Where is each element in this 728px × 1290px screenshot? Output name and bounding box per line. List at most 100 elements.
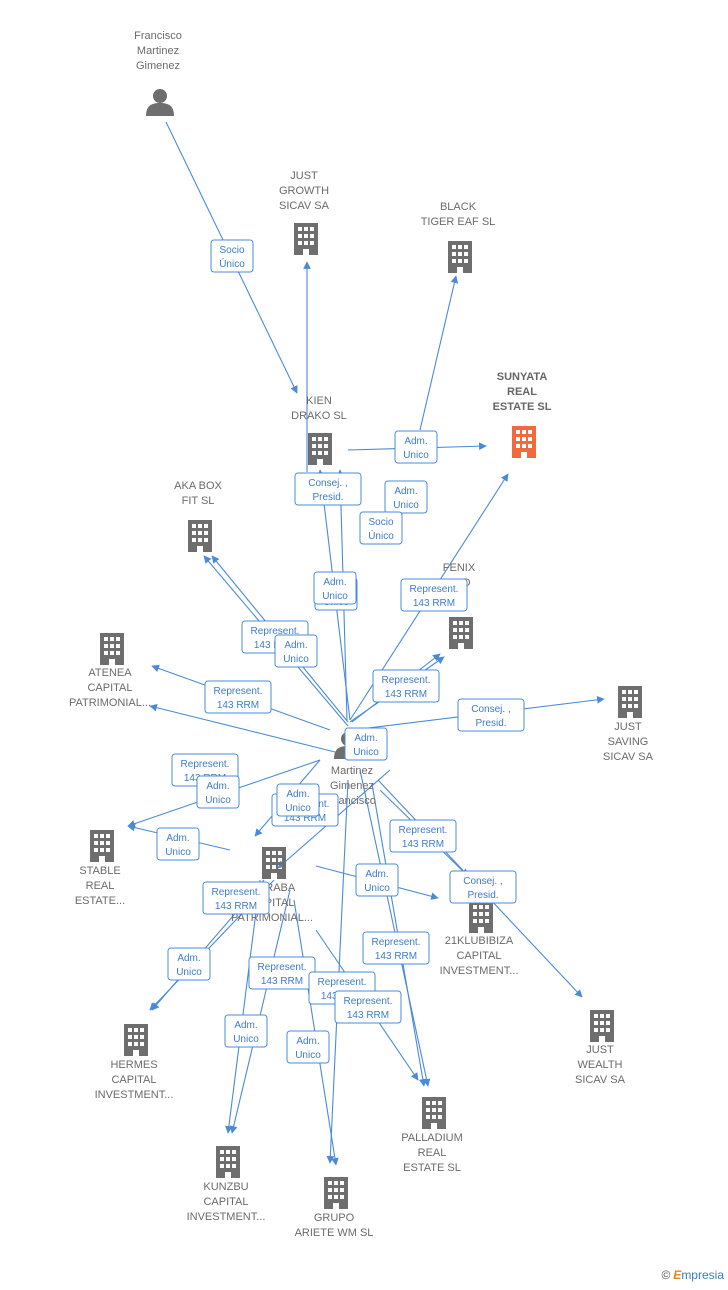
building-icon	[422, 1097, 446, 1129]
edge-label-frame	[167, 947, 211, 981]
edge-label-box[interactable]: Represent.143 RRM	[389, 819, 457, 853]
edge-label-text: Adm.	[365, 869, 388, 880]
edge-label-box[interactable]: Adm.Unico	[286, 1030, 330, 1064]
edge-label-box[interactable]: Adm.Unico	[196, 775, 240, 809]
edge-label-frame	[156, 827, 200, 861]
edge-label-text: Adm.	[284, 640, 307, 651]
node-label-line: 21KLUBIBIZA	[445, 935, 514, 947]
node-label-line: WEALTH	[577, 1059, 622, 1071]
node-label: GRUPO ARIETE WM SL	[295, 1212, 374, 1239]
edge-label-frame	[334, 990, 402, 1024]
edge-label-text: 143 RRM	[215, 901, 257, 912]
edge-label-frame	[274, 634, 318, 668]
edge-label-text: Presid.	[475, 718, 506, 729]
empresia-watermark[interactable]: ©Empresia	[661, 1268, 724, 1282]
node-label-line: ESTATE SL	[493, 401, 552, 413]
edge-label-text: Represent.	[372, 937, 421, 948]
node-label-line: Francisco	[134, 30, 182, 42]
building-icon	[90, 830, 114, 862]
edge-label-text: 143 RRM	[375, 951, 417, 962]
edge-label-box[interactable]: Represent.143 RRM	[334, 990, 402, 1024]
edge-label-text: Unico	[364, 883, 390, 894]
edge-label-text: Unico	[165, 847, 191, 858]
building-icon	[590, 1010, 614, 1042]
edge-label-box[interactable]: Represent.143 RRM	[372, 669, 440, 703]
edge-label-text: Adm.	[286, 789, 309, 800]
building-icon	[124, 1024, 148, 1056]
node-label-line: INVESTMENT...	[440, 965, 519, 977]
edge-label-box[interactable]: Consej. ,Presid.	[449, 870, 517, 904]
edge-label-text: 143 RRM	[347, 1010, 389, 1021]
edge-label-text: Represent.	[181, 759, 230, 770]
node-label-line: STABLE	[79, 865, 120, 877]
node-grupo-ariete[interactable]: GRUPO ARIETE WM SL	[295, 1177, 374, 1239]
edge-label-box[interactable]: Represent.143 RRM	[202, 881, 270, 915]
edge-label-box[interactable]: Adm. Unico	[355, 863, 399, 897]
edge-label-box[interactable]: Adm.Unico	[156, 827, 200, 861]
edge-label-frame	[400, 578, 468, 612]
edge-label-box[interactable]: Represent.143 RRM	[248, 956, 316, 990]
edge-label-text: Unico	[285, 803, 311, 814]
edge-label-text: Unico	[233, 1034, 259, 1045]
building-icon	[469, 901, 493, 933]
edge-label-box[interactable]: Consej. ,Presid.	[294, 472, 362, 506]
edge-label-box[interactable]: Adm.Unico	[394, 430, 438, 464]
edge-label-box[interactable]: Adm. Unico	[276, 783, 320, 817]
edge-label-text: Socio	[368, 517, 393, 528]
relation-edge	[359, 769, 431, 1087]
edge-label-frame	[372, 669, 440, 703]
edge-label-frame	[196, 775, 240, 809]
edge-label-text: Único	[219, 257, 245, 270]
edge-label-box[interactable]: Represent. 143 RRM	[362, 931, 430, 965]
edge-label-box[interactable]: Adm.Unico	[224, 1014, 268, 1048]
node-label-line: KIEN	[306, 395, 332, 407]
edge-label-box[interactable]: Adm.Unico	[384, 480, 428, 514]
node-label-line: SICAV SA	[279, 200, 330, 212]
node-label-line: SUNYATA	[497, 371, 548, 383]
node-label-line: ARIETE WM SL	[295, 1227, 374, 1239]
node-label-line: FENIX	[443, 562, 476, 574]
building-icon	[512, 426, 536, 458]
edge-label-text: Represent.	[251, 626, 300, 637]
node-label-line: GRUPO	[314, 1212, 355, 1224]
edge-label-box[interactable]: Represent.143 RRM	[204, 680, 272, 714]
node-label-line: REAL	[86, 880, 115, 892]
edge-label-box[interactable]: Consej. ,Presid.	[457, 698, 525, 732]
node-label-line: JUST	[614, 721, 642, 733]
edge-label-text: Presid.	[312, 492, 343, 503]
edge-label-box[interactable]: Adm.Unico	[167, 947, 211, 981]
edge-label-text: Adm.	[354, 733, 377, 744]
edge-label-box[interactable]: Represent.143 RRM	[400, 578, 468, 612]
edge-label-text: Represent.	[399, 825, 448, 836]
edge-label-box[interactable]: Adm.Unico	[344, 727, 388, 761]
relation-edge	[419, 275, 459, 431]
building-icon	[448, 241, 472, 273]
edge-label-frame	[384, 480, 428, 514]
edge-label-box[interactable]: Adm.Unico	[274, 634, 318, 668]
edge-label-box[interactable]: Adm.Unico	[313, 571, 357, 605]
building-icon	[262, 847, 286, 879]
